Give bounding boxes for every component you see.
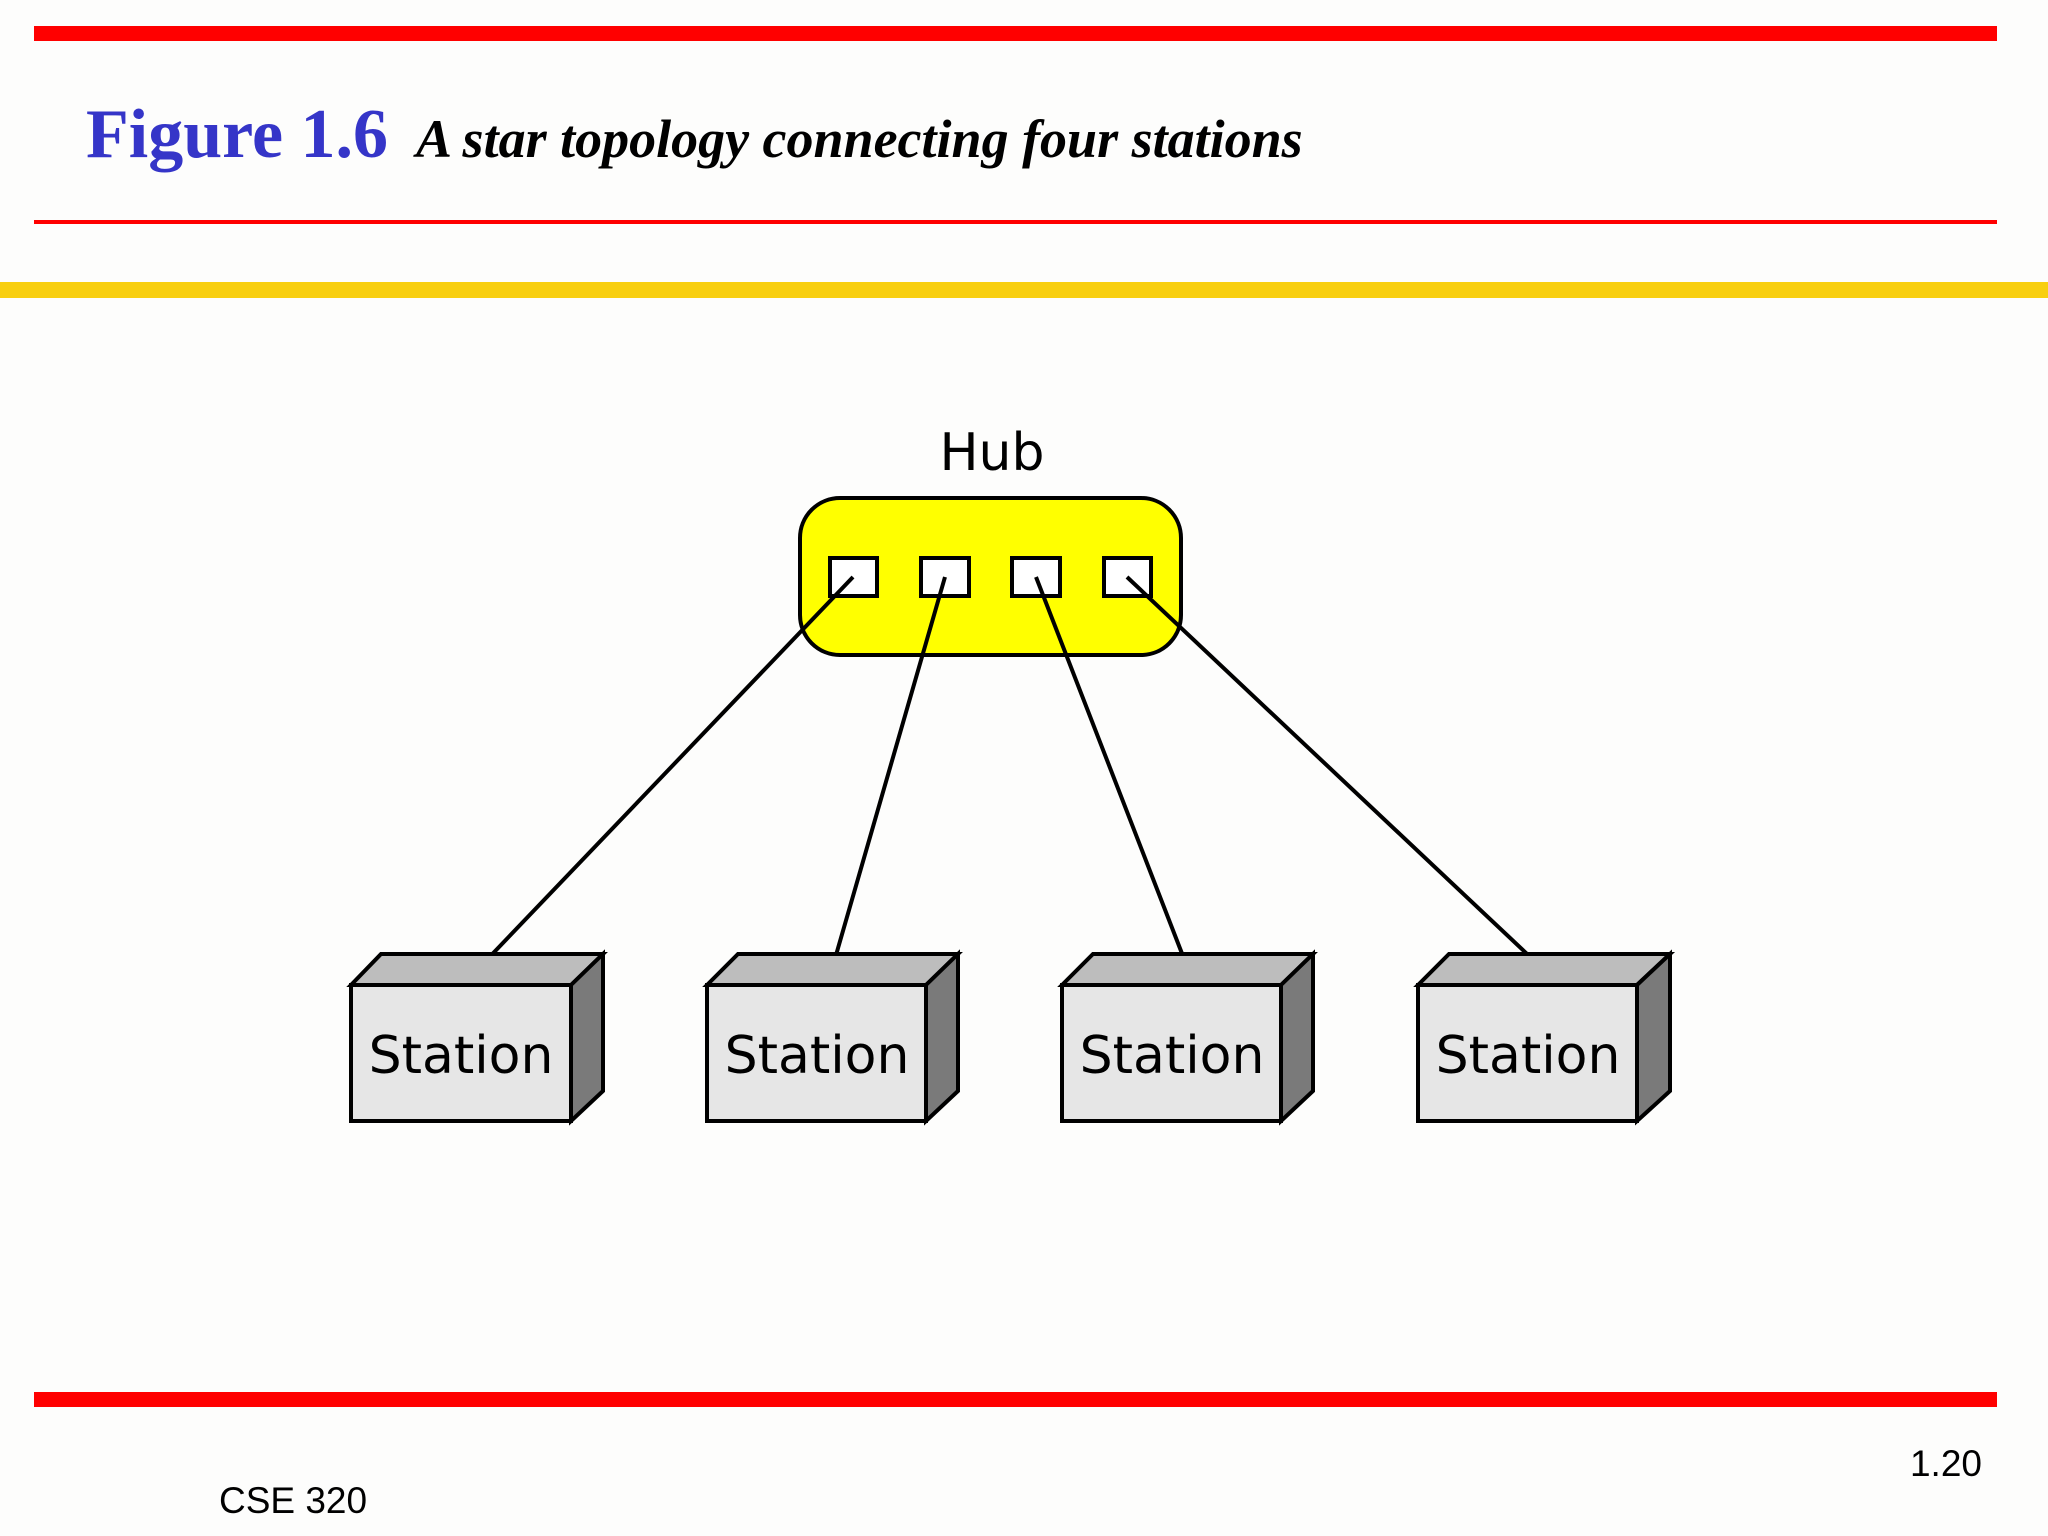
station-front-face (705, 983, 928, 1123)
hub-port (919, 556, 971, 598)
station-top-face (1413, 952, 1676, 987)
station-top-face (702, 952, 963, 987)
title-underline-rule (34, 220, 1997, 224)
station-top-face (346, 952, 608, 987)
bottom-red-rule (34, 1392, 1997, 1407)
figure-label: Figure 1.6 (86, 96, 389, 173)
station-front-face (1060, 983, 1283, 1123)
station-2: Station (702, 949, 963, 1126)
hub-box (798, 496, 1183, 657)
station-side-face (569, 949, 605, 1126)
slide-title: Figure 1.6 A star topology connecting fou… (86, 95, 1303, 175)
station-front-face (1416, 983, 1639, 1123)
station-label: Station (725, 1026, 910, 1086)
figure-caption: A star topology connecting four stations (416, 109, 1303, 169)
hub-label: Hub (939, 423, 1044, 483)
connection-line (1125, 575, 1545, 971)
connection-line (476, 575, 855, 971)
top-red-rule (34, 26, 1997, 41)
station-side-face (1279, 949, 1315, 1126)
station-side-face (924, 949, 960, 1126)
station-label: Station (369, 1026, 554, 1086)
station-label: Station (1080, 1026, 1265, 1086)
connection-lines (476, 575, 1545, 971)
station-1: Station (346, 949, 608, 1126)
station-label: Station (1436, 1026, 1621, 1086)
station-3: Station (1057, 949, 1318, 1126)
yellow-rule (0, 282, 2048, 298)
station-top-face (1057, 952, 1318, 987)
station-front-face (349, 983, 573, 1123)
station-4: Station (1413, 949, 1676, 1126)
connection-line (1034, 576, 1190, 970)
page-number: 1.20 (1909, 1443, 1982, 1484)
course-code: CSE 320 (219, 1480, 368, 1521)
station-side-face (1635, 949, 1672, 1126)
hub-port (828, 556, 879, 598)
connection-line (830, 576, 947, 970)
